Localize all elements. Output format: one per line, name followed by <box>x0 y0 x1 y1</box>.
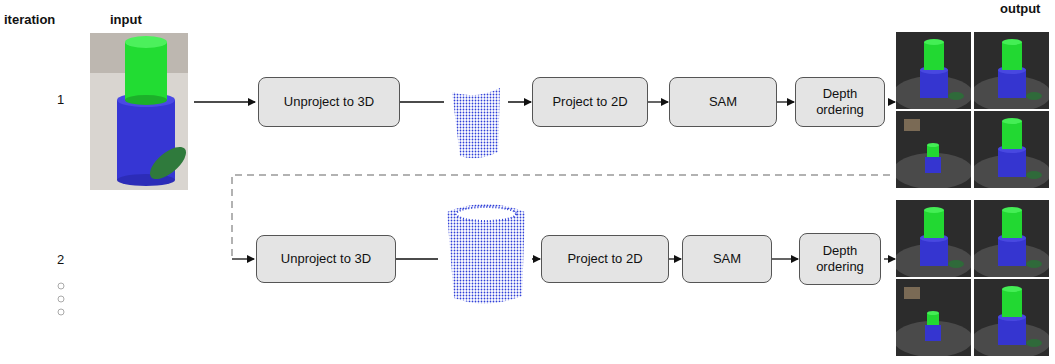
box-label: SAM <box>713 251 741 267</box>
column-header: output <box>1000 1 1040 16</box>
flow-arrow <box>648 101 668 102</box>
process-box: SAM <box>669 77 777 127</box>
column-header: iteration <box>4 12 55 27</box>
flow-arrow <box>400 101 531 102</box>
flow-arrow <box>772 258 798 259</box>
process-box: Project to 2D <box>532 77 648 127</box>
process-box: Unproject to 3D <box>258 77 400 127</box>
process-box: SAM <box>682 235 772 283</box>
iteration-number: 2 <box>57 252 64 267</box>
box-label: Unproject to 3D <box>284 94 374 110</box>
flow-arrow <box>777 101 794 102</box>
process-box: Depth ordering <box>795 77 885 127</box>
flow-arrow <box>396 258 540 259</box>
process-box: Depth ordering <box>799 233 881 285</box>
box-label: Unproject to 3D <box>281 251 371 267</box>
flow-arrow <box>669 258 681 259</box>
column-header: input <box>110 12 142 27</box>
box-label: SAM <box>709 94 737 110</box>
box-label: Project to 2D <box>552 94 627 110</box>
box-label: Depth ordering <box>808 243 872 276</box>
process-box: Project to 2D <box>541 235 669 283</box>
box-label: Project to 2D <box>567 251 642 267</box>
iteration-number: 1 <box>57 92 64 107</box>
box-label: Depth ordering <box>804 86 876 119</box>
process-box: Unproject to 3D <box>256 235 396 283</box>
